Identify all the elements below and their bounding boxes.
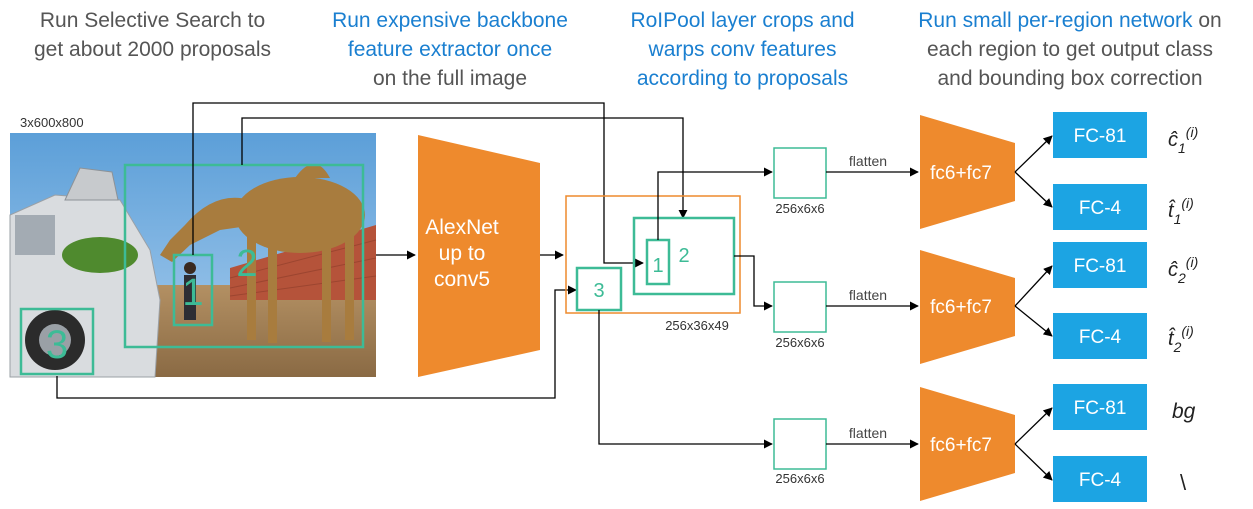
cls-arrow-1 (1014, 135, 1053, 173)
box-arrow-2 (1014, 305, 1053, 337)
cls-arrow-2 (1014, 265, 1053, 307)
flatten-label-2: flatten (849, 287, 887, 303)
box-output-2: t̂2(i) (1168, 323, 1194, 355)
pooled-dims-3: 256x6x6 (775, 471, 824, 486)
car-trunk (64, 167, 119, 201)
fc4-label-1: FC-4 (1079, 198, 1122, 219)
proposal-box-2 (123, 163, 365, 349)
greenery (62, 237, 138, 273)
pooled-dims-1: 256x6x6 (775, 201, 824, 216)
feature-map-box (565, 195, 741, 314)
header-roipool-line2: warps conv features (648, 38, 837, 61)
camel (160, 164, 365, 343)
feature-map-dims: 256x36x49 (665, 318, 729, 333)
box-arrow-1 (1014, 171, 1053, 208)
header-backbone-line3: on the full image (372, 67, 528, 90)
box-output-1-symbol: t̂ (1168, 199, 1176, 222)
fc81-box-3 (1053, 384, 1147, 430)
feature-roi-label-3: 3 (593, 280, 604, 302)
cls-output-1: ĉ1(i) (1168, 124, 1198, 156)
cls-output-2-symbol: ĉ (1168, 259, 1178, 281)
fc4-label-2: FC-4 (1079, 327, 1122, 348)
box-output-3: \ (1180, 470, 1187, 495)
header-roipool: RoIPool layer crops and warps conv featu… (600, 6, 885, 93)
box-output-1-sup: (i) (1181, 195, 1193, 211)
connector-proposal-2 (241, 117, 688, 219)
pooled-box-3 (773, 418, 827, 470)
box-output-2-symbol: t̂ (1168, 327, 1176, 350)
cls-output-2-sub: 2 (1177, 270, 1186, 286)
proposal-label-3: 3 (46, 323, 68, 367)
fc81-box-1 (1053, 112, 1147, 158)
fc4-box-3 (1053, 456, 1147, 502)
header-backbone: Run expensive backbone feature extractor… (305, 6, 595, 93)
head-trapezoid-1 (920, 115, 1015, 229)
branch-1: 256x6x6 flatten fc6+fc7 FC-81 FC-4 ĉ1(i)… (773, 112, 1198, 230)
connector-proposal-3 (56, 285, 577, 399)
branch-2: 256x6x6 flatten fc6+fc7 FC-81 FC-4 ĉ2(i)… (773, 242, 1198, 364)
connector-roi-3 (598, 310, 773, 449)
box-output-2-sub: 2 (1173, 339, 1182, 355)
fc4-box-2 (1053, 313, 1147, 359)
person (184, 262, 196, 320)
box-output-2-sup: (i) (1181, 323, 1193, 339)
cls-output-3: bg (1172, 400, 1196, 423)
backbone-label-line2: up to (439, 242, 486, 265)
cls-output-2-sup: (i) (1186, 254, 1198, 270)
header-backbone-line2: feature extractor once (347, 38, 553, 61)
cls-output-1-symbol: ĉ (1168, 129, 1178, 151)
pooled-dims-2: 256x6x6 (775, 335, 824, 350)
fc81-label-1: FC-81 (1074, 126, 1127, 147)
box-output-1-sub: 1 (1174, 211, 1182, 227)
image-dims-label: 3x600x800 (20, 115, 84, 130)
header-selective-search-line2: get about 2000 proposals (33, 38, 272, 61)
proposal-label-1: 1 (182, 272, 203, 314)
connector-roi-1 (657, 167, 773, 240)
header-selective-search: Run Selective Search to get about 2000 p… (10, 6, 295, 64)
header-per-region-line1a: Run small per-region network (918, 9, 1193, 32)
pooled-box-1 (773, 147, 827, 199)
head-label-1: fc6+fc7 (930, 163, 992, 184)
cls-arrow-3 (1014, 407, 1053, 445)
fc81-label-3: FC-81 (1074, 398, 1127, 419)
cls-output-1-sup: (i) (1186, 124, 1198, 140)
cls-output-2: ĉ2(i) (1168, 254, 1198, 286)
head-trapezoid-3 (920, 387, 1015, 501)
header-roipool-line3: according to proposals (636, 67, 849, 90)
fc81-box-2 (1053, 242, 1147, 288)
header-selective-search-line1: Run Selective Search to (39, 9, 266, 32)
header-per-region: Run small per-region network on each reg… (895, 6, 1245, 93)
box-arrow-3 (1014, 443, 1053, 481)
fc81-label-2: FC-81 (1074, 256, 1127, 277)
box-output-1: t̂1(i) (1168, 195, 1194, 227)
fc4-label-3: FC-4 (1079, 470, 1122, 491)
proposal-label-2: 2 (236, 243, 257, 285)
head-trapezoid-2 (920, 250, 1015, 364)
branch-3: 256x6x6 flatten fc6+fc7 FC-81 FC-4 bg \ (773, 384, 1196, 502)
feature-roi-label-2: 2 (678, 245, 689, 267)
header-per-region-line3: and bounding box correction (937, 67, 1203, 90)
fc4-box-1 (1053, 184, 1147, 230)
head-label-2: fc6+fc7 (930, 297, 992, 318)
connector-proposal-1 (192, 102, 644, 268)
head-label-3: fc6+fc7 (930, 435, 992, 456)
backbone-label-line1: AlexNet (425, 216, 499, 239)
proposal-box-3 (19, 307, 95, 376)
header-backbone-line1: Run expensive backbone (332, 9, 568, 32)
flatten-label-3: flatten (849, 425, 887, 441)
header-per-region-line1b: on (1192, 9, 1222, 32)
cls-output-1-sub: 1 (1178, 140, 1186, 156)
backbone-label-line3: conv5 (434, 268, 490, 291)
header-roipool-line1: RoIPool layer crops and (630, 9, 855, 32)
flatten-label-1: flatten (849, 153, 887, 169)
header-per-region-line2: each region to get output class (926, 38, 1214, 61)
backbone-trapezoid (418, 135, 540, 377)
connector-roi-2 (734, 255, 773, 311)
pooled-box-2 (773, 281, 827, 333)
feature-roi-label-1: 1 (652, 255, 663, 277)
